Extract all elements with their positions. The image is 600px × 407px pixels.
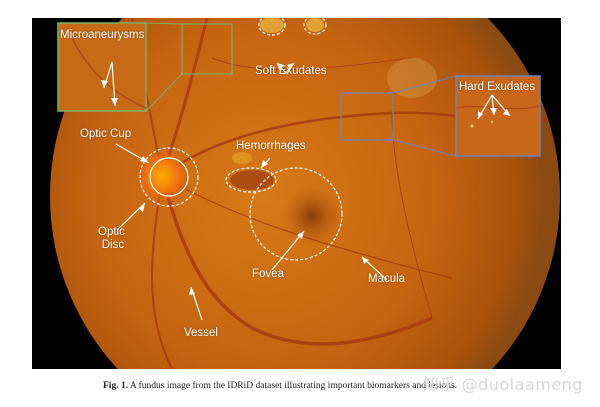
figure-caption: Fig. 1. A fundus image from the IDRiD da… [103,381,457,391]
fundus-figure: Microaneurysms Soft Exudates Hard Exudat… [32,18,561,369]
caption-label: Fig. 1. [103,381,129,391]
label-hard-exudates: Hard Exudates [459,81,536,93]
label-hemorrhages: Hemorrhages [236,140,306,152]
label-vessel: Vessel [184,327,218,339]
watermark: 知乎 @duolaameng [423,375,583,394]
hard-exudates-inset [340,75,541,157]
fundus-image [50,18,560,369]
label-soft-exudates: Soft Exudates [255,65,327,77]
label-optic-disc: Optic Disc [98,226,125,252]
label-optic-disc-line2: Disc [101,239,125,251]
caption-text: A fundus image from the IDRiD dataset il… [128,381,458,391]
label-optic-disc-line1: Optic [98,226,125,238]
label-microaneurysms: Microaneurysms [60,29,145,41]
label-fovea: Fovea [252,268,284,280]
label-macula: Macula [368,273,406,285]
microaneurysms-inset [57,22,233,112]
label-optic-cup: Optic Cup [80,128,132,140]
